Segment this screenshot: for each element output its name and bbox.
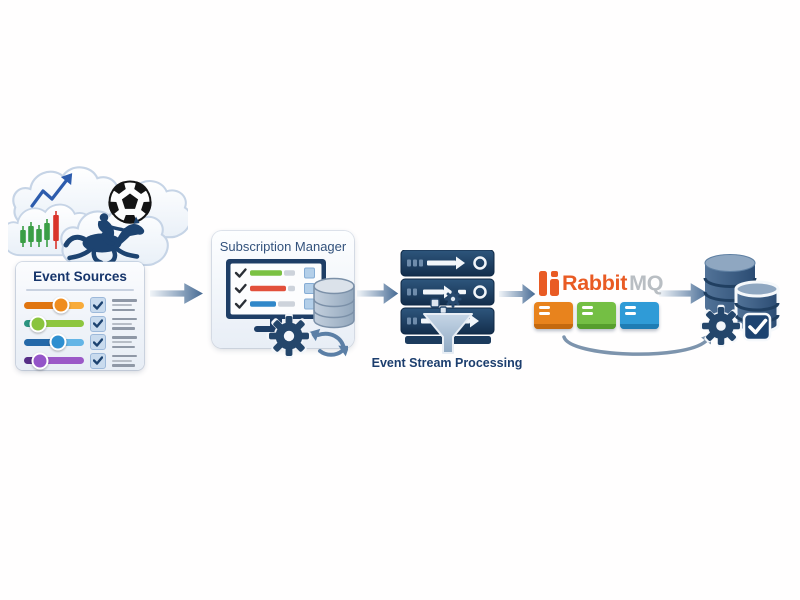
text-lines-placeholder (112, 354, 137, 367)
flow-arrow-icon (499, 284, 536, 304)
text-lines-placeholder (112, 336, 137, 349)
queue-block-base (534, 324, 573, 329)
gear-icon (266, 313, 312, 359)
check-icon (93, 356, 103, 365)
source-row (16, 352, 144, 371)
slider-orange[interactable] (24, 296, 84, 314)
queue-block-blue (620, 302, 659, 329)
rabbitmq-queues (534, 302, 659, 329)
divider (26, 289, 134, 291)
event-sources-cloud (8, 166, 188, 267)
slider-knob[interactable] (52, 296, 70, 314)
funnel-icon (423, 313, 473, 354)
text-lines-placeholder (112, 317, 137, 330)
queue-block-base (577, 324, 616, 329)
candlestick-chart-icon (20, 211, 59, 249)
check-icon (93, 319, 103, 328)
queue-messages (539, 306, 550, 315)
check-icon (93, 338, 103, 347)
rabbitmq-brand-primary: Rabbit (562, 271, 628, 295)
gear-icon (700, 304, 743, 348)
horse-racing-icon (63, 213, 145, 266)
slider-knob[interactable] (49, 333, 67, 351)
queue-messages (582, 306, 593, 315)
checkbox-checked[interactable] (90, 334, 106, 351)
queue-block-base (620, 324, 659, 329)
curved-arrow-icon (562, 334, 711, 356)
slider-knob[interactable] (31, 352, 49, 370)
event-sources-title: Event Sources (33, 269, 127, 284)
sync-arrows-icon (309, 328, 348, 357)
flow-arrow-icon (150, 283, 203, 304)
soccer-ball-icon (108, 180, 152, 224)
event-sources-panel: Event Sources (16, 262, 144, 370)
check-icon (93, 301, 103, 310)
event-stream-processing-label: Event Stream Processing (371, 356, 523, 370)
source-row (16, 315, 144, 334)
source-row (16, 333, 144, 352)
server-stack-icon (400, 250, 495, 354)
rabbitmq-brand-secondary: MQ (629, 271, 664, 295)
slider-knob[interactable] (29, 315, 47, 333)
slider-blue[interactable] (24, 333, 84, 351)
flow-arrow-icon (357, 283, 399, 304)
rabbitmq-mark-icon (539, 271, 559, 296)
source-row (16, 296, 144, 315)
slider-green[interactable] (24, 315, 84, 333)
slider-purple[interactable] (24, 352, 84, 370)
checkbox-checked[interactable] (90, 352, 106, 369)
database-cluster-icon (700, 254, 780, 348)
line-chart-arrow-icon (30, 173, 73, 208)
database-icon (313, 277, 355, 329)
subscription-manager-card: Subscription Manager (212, 231, 355, 359)
text-lines-placeholder (112, 299, 137, 312)
queue-block-orange (534, 302, 573, 329)
checkbox-checked[interactable] (90, 297, 106, 314)
check-badge-icon (742, 312, 772, 342)
queue-block-green (577, 302, 616, 329)
checkbox-checked[interactable] (90, 315, 106, 332)
monitor-checklist-icon (226, 259, 326, 332)
subscription-manager-title: Subscription Manager (219, 239, 347, 254)
queue-messages (625, 306, 636, 315)
